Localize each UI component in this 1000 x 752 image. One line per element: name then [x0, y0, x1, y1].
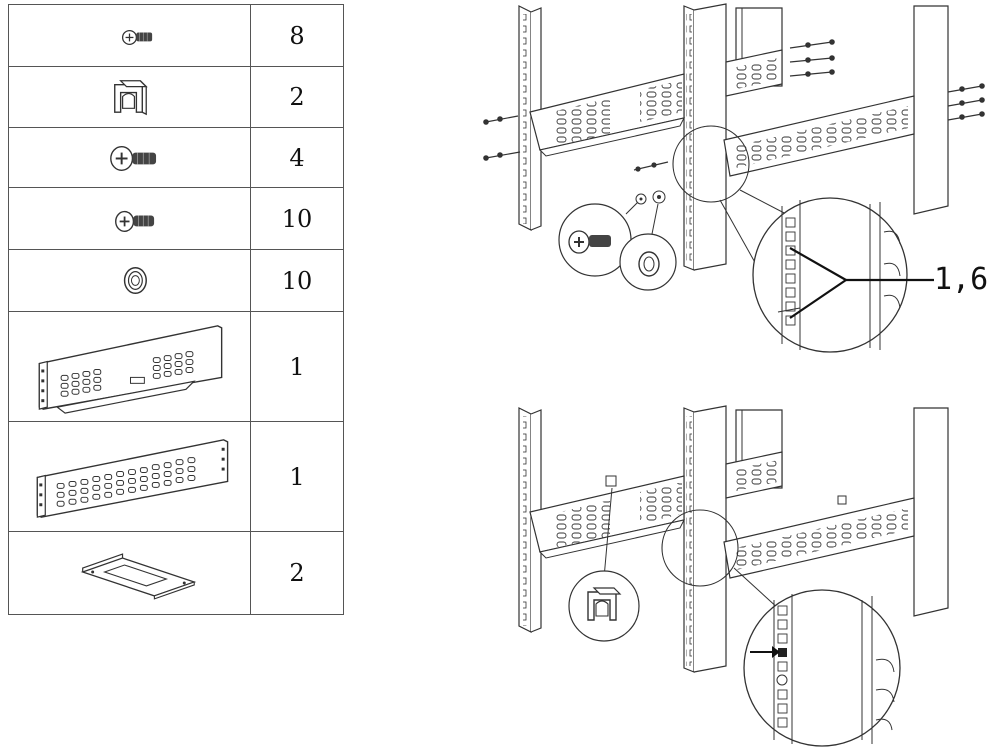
callout-label: 1,6: [934, 262, 989, 297]
parts-table: 8 2 4: [8, 4, 344, 615]
magnified-detail-callout: [743, 589, 901, 747]
part-quantity: 10: [281, 204, 313, 233]
rack-post: [683, 405, 727, 673]
parts-row-5: 10: [9, 250, 343, 312]
arrow-icon: [772, 646, 780, 658]
rack-post: [683, 3, 727, 271]
part-icon-cell: [9, 250, 251, 311]
zoom-area-marker: [661, 509, 739, 587]
rack-post: [518, 5, 542, 231]
parts-row-8: 2: [9, 532, 343, 614]
parts-row-1: 8: [9, 5, 343, 67]
part-icon-cell: [9, 5, 251, 66]
magnified-detail-callout: [752, 197, 934, 353]
part-quantity: 4: [289, 143, 305, 172]
short-rail-bracket: [725, 49, 783, 97]
part-icon-cell: [9, 532, 251, 614]
part-icon-cell: [9, 188, 251, 249]
cage-nut-detail-callout: [568, 570, 640, 642]
parts-row-3: 4: [9, 128, 343, 188]
screw-detail-callout: [558, 193, 647, 277]
parts-row-4: 10: [9, 188, 343, 250]
part-quantity: 2: [289, 559, 305, 587]
rack-post: [518, 407, 542, 633]
cage-nut-clip: [605, 475, 847, 505]
rack-post: [913, 5, 949, 215]
mounting-plate-icon: [80, 553, 197, 600]
part-quantity: 2: [289, 83, 305, 111]
part-icon-cell: [9, 312, 251, 421]
rack-post: [913, 407, 949, 617]
washer-icon: [123, 266, 147, 295]
part-quantity: 8: [289, 21, 305, 50]
short-rail-bracket: [725, 451, 783, 499]
part-icon-cell: [9, 67, 251, 127]
long-rail-bracket: [723, 497, 915, 579]
parts-row-6: 1: [9, 312, 343, 422]
rack-installation-diagram: [483, 3, 985, 747]
part-quantity: 10: [281, 266, 313, 295]
short-rail-bracket-icon: [38, 325, 223, 414]
short-rail-bracket: [529, 475, 685, 559]
part-icon-cell: [9, 128, 251, 187]
part-quantity: 1: [289, 352, 305, 381]
phillips-screw-icon: [115, 210, 155, 232]
zoom-area-marker: [672, 125, 750, 203]
parts-row-7: 1: [9, 422, 343, 532]
bottom-assembly: [518, 405, 949, 747]
long-rail-bracket-icon: [36, 439, 229, 518]
small-phillips-screw-icon: [121, 29, 153, 45]
large-phillips-screw-icon: [110, 145, 157, 171]
short-rail-bracket: [529, 73, 685, 157]
washer-detail-callout: [619, 190, 677, 291]
part-quantity: 1: [289, 462, 305, 491]
screw-set: [483, 39, 985, 172]
part-icon-cell: [9, 422, 251, 531]
top-assembly: [483, 3, 985, 353]
cage-nut-clip-icon: [114, 80, 148, 116]
parts-row-2: 2: [9, 67, 343, 128]
long-rail-bracket: [723, 95, 915, 177]
